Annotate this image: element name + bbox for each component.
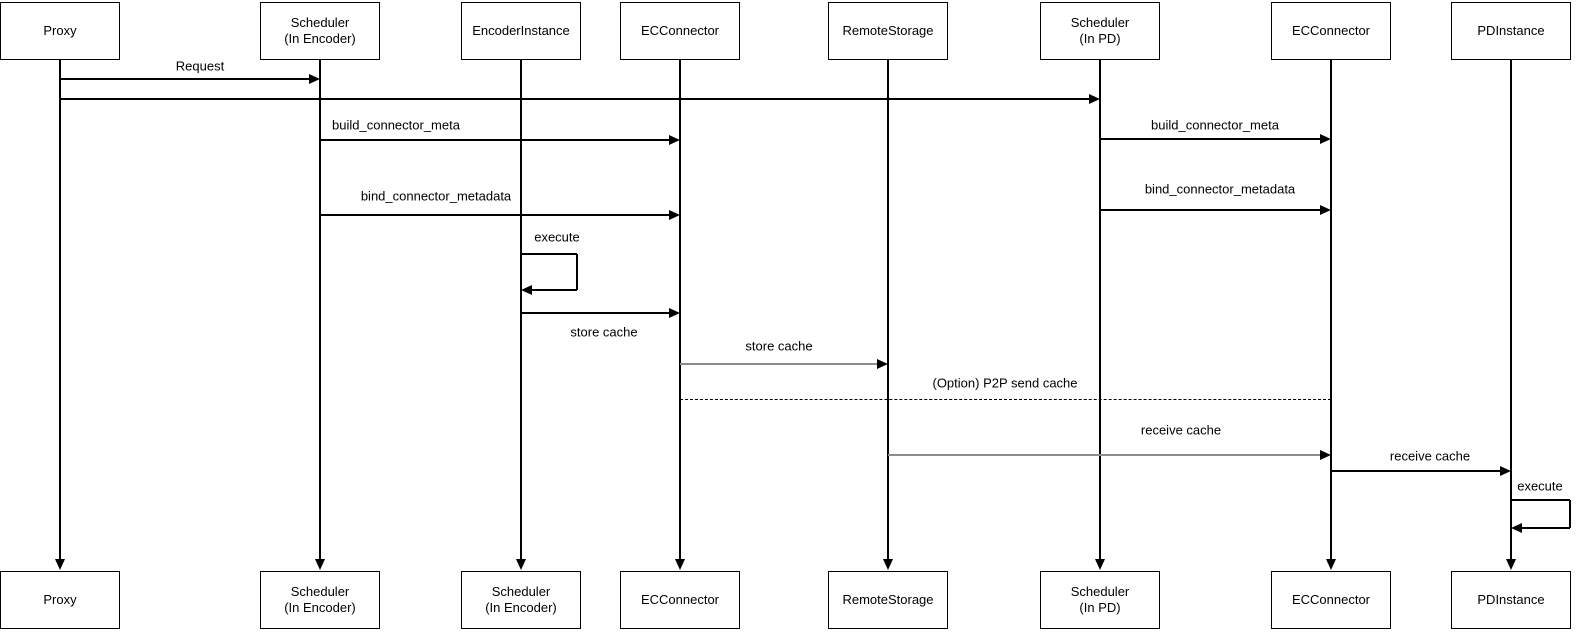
message-label: build_connector_meta bbox=[1151, 117, 1279, 133]
message-line bbox=[320, 139, 671, 141]
message-line bbox=[320, 214, 671, 216]
arrowhead-right-icon bbox=[1320, 205, 1331, 215]
actor-label: PDInstance bbox=[1477, 592, 1545, 607]
self-loop-label: execute bbox=[1517, 478, 1563, 494]
actor-box-bottom-scheduler-in-pd: Scheduler(In PD) bbox=[1040, 571, 1160, 629]
message-label: receive cache bbox=[1389, 448, 1471, 464]
arrowhead-left-icon bbox=[1511, 523, 1522, 533]
message-label: bind_connector_metadata bbox=[360, 188, 512, 204]
arrowhead-down-icon bbox=[516, 559, 526, 570]
actor-box-top-encoder-instance: EncoderInstance bbox=[461, 2, 581, 60]
message-label: receive cache bbox=[1140, 422, 1222, 438]
message-line bbox=[60, 78, 311, 80]
actor-label: (In Encoder) bbox=[485, 600, 557, 615]
actor-box-top-remote-storage: RemoteStorage bbox=[828, 2, 948, 60]
actor-box-top-scheduler-in-pd: Scheduler(In PD) bbox=[1040, 2, 1160, 60]
message-label: bind_connector_metadata bbox=[1144, 181, 1296, 197]
actor-box-bottom-ec-connector-pd: ECConnector bbox=[1271, 571, 1391, 629]
message-label: (Option) P2P send cache bbox=[932, 375, 1078, 391]
actor-box-top-proxy: Proxy bbox=[0, 2, 120, 60]
arrowhead-right-icon bbox=[669, 308, 680, 318]
actor-label: (In PD) bbox=[1079, 600, 1121, 615]
arrowhead-down-icon bbox=[55, 559, 65, 570]
actor-label: RemoteStorage bbox=[842, 23, 934, 38]
actor-box-bottom-encoder-instance: Scheduler(In Encoder) bbox=[461, 571, 581, 629]
message-label: build_connector_meta bbox=[332, 117, 460, 133]
actor-label: ECConnector bbox=[1291, 23, 1371, 38]
arrowhead-right-icon bbox=[877, 359, 888, 369]
actor-label: PDInstance bbox=[1477, 23, 1545, 38]
message-line bbox=[521, 312, 671, 314]
arrowhead-right-icon bbox=[1320, 450, 1331, 460]
actor-box-bottom-proxy: Proxy bbox=[0, 571, 120, 629]
actor-label: ECConnector bbox=[640, 592, 720, 607]
lifeline-scheduler-in-encoder bbox=[319, 60, 321, 559]
self-loop-right-line bbox=[576, 254, 578, 290]
arrowhead-right-icon bbox=[669, 135, 680, 145]
actor-label: RemoteStorage bbox=[842, 592, 934, 607]
actor-box-bottom-remote-storage: RemoteStorage bbox=[828, 571, 948, 629]
actor-label: Scheduler bbox=[491, 584, 551, 599]
arrowhead-right-icon bbox=[1089, 94, 1100, 104]
lifeline-ec-connector-pd bbox=[1330, 60, 1332, 559]
message-line bbox=[1100, 138, 1322, 140]
message-line bbox=[1100, 209, 1322, 211]
message-line bbox=[680, 399, 1331, 401]
lifeline-proxy bbox=[59, 60, 61, 559]
lifeline-remote-storage bbox=[887, 60, 889, 559]
actor-box-bottom-ec-connector-encoder: ECConnector bbox=[620, 571, 740, 629]
message-line bbox=[1331, 470, 1502, 472]
arrowhead-down-icon bbox=[1326, 559, 1336, 570]
arrowhead-down-icon bbox=[315, 559, 325, 570]
self-loop-top-line bbox=[1511, 499, 1570, 501]
actor-label: ECConnector bbox=[1291, 592, 1371, 607]
message-line bbox=[888, 454, 1322, 456]
actor-box-bottom-scheduler-in-encoder: Scheduler(In Encoder) bbox=[260, 571, 380, 629]
actor-label: Scheduler bbox=[1070, 584, 1130, 599]
actor-label: (In PD) bbox=[1079, 31, 1121, 46]
actor-label: Scheduler bbox=[1070, 15, 1130, 30]
actor-box-top-scheduler-in-encoder: Scheduler(In Encoder) bbox=[260, 2, 380, 60]
arrowhead-down-icon bbox=[675, 559, 685, 570]
message-line bbox=[60, 98, 1091, 100]
actor-box-top-ec-connector-pd: ECConnector bbox=[1271, 2, 1391, 60]
message-label: store cache bbox=[745, 338, 813, 354]
actor-label: Proxy bbox=[43, 592, 77, 607]
arrowhead-left-icon bbox=[521, 285, 532, 295]
lifeline-pd-instance bbox=[1510, 60, 1512, 559]
message-line bbox=[680, 363, 879, 365]
arrowhead-down-icon bbox=[1095, 559, 1105, 570]
actor-box-bottom-pd-instance: PDInstance bbox=[1451, 571, 1571, 629]
self-loop-right-line bbox=[1569, 500, 1571, 528]
message-label: Request bbox=[175, 58, 225, 74]
actor-label: (In Encoder) bbox=[284, 31, 356, 46]
arrowhead-right-icon bbox=[669, 210, 680, 220]
arrowhead-right-icon bbox=[309, 74, 320, 84]
self-loop-bottom-line bbox=[1521, 527, 1570, 529]
actor-label: ECConnector bbox=[640, 23, 720, 38]
actor-box-top-pd-instance: PDInstance bbox=[1451, 2, 1571, 60]
self-loop-label: execute bbox=[534, 229, 580, 245]
arrowhead-down-icon bbox=[883, 559, 893, 570]
lifeline-scheduler-in-pd bbox=[1099, 60, 1101, 559]
actor-label: Scheduler bbox=[290, 15, 350, 30]
arrowhead-down-icon bbox=[1506, 559, 1516, 570]
lifeline-encoder-instance bbox=[520, 60, 522, 559]
self-loop-bottom-line bbox=[531, 289, 577, 291]
actor-label: Scheduler bbox=[290, 584, 350, 599]
arrowhead-right-icon bbox=[1500, 466, 1511, 476]
lifeline-ec-connector-encoder bbox=[679, 60, 681, 559]
actor-label: EncoderInstance bbox=[472, 23, 570, 38]
actor-label: Proxy bbox=[43, 23, 77, 38]
message-label: store cache bbox=[570, 324, 638, 340]
arrowhead-right-icon bbox=[1320, 134, 1331, 144]
self-loop-top-line bbox=[521, 253, 577, 255]
actor-label: (In Encoder) bbox=[284, 600, 356, 615]
actor-box-top-ec-connector-encoder: ECConnector bbox=[620, 2, 740, 60]
